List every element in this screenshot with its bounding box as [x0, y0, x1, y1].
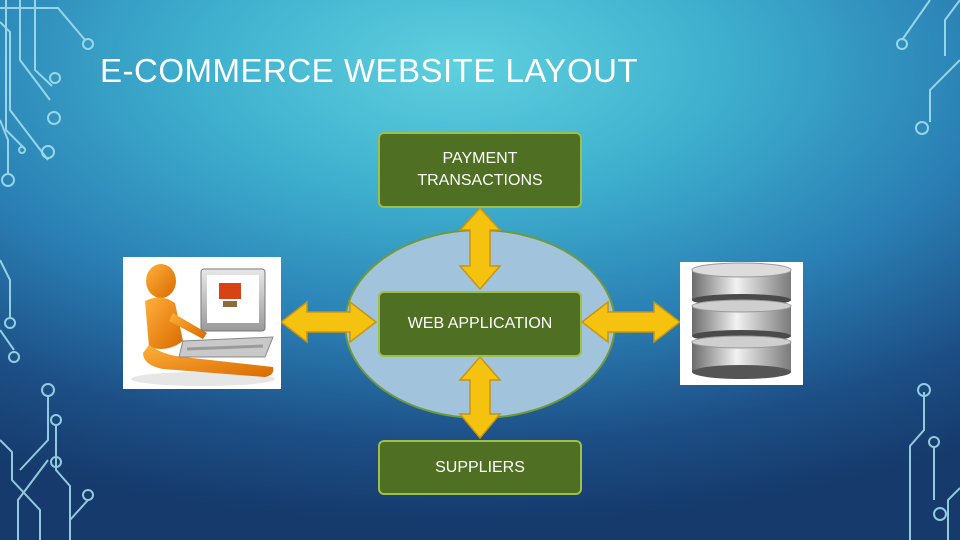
arrow-webapp-suppliers: [458, 355, 502, 440]
database-image: [680, 262, 803, 385]
suppliers-node: SUPPLIERS: [378, 440, 582, 495]
payment-transactions-label: PAYMENT TRANSACTIONS: [417, 150, 543, 189]
web-application-label: WEB APPLICATION: [407, 315, 553, 332]
slide-title: E-COMMERCE WEBSITE LAYOUT: [100, 52, 639, 89]
arrow-payment-webapp: [458, 206, 502, 291]
payment-transactions-node: PAYMENT TRANSACTIONS: [378, 132, 582, 208]
web-application-node: WEB APPLICATION: [378, 291, 582, 357]
arrow-webapp-database: [580, 300, 682, 344]
suppliers-label: SUPPLIERS: [435, 458, 525, 476]
customer-laptop-image: [123, 257, 281, 389]
arrow-customer-webapp: [279, 300, 378, 344]
